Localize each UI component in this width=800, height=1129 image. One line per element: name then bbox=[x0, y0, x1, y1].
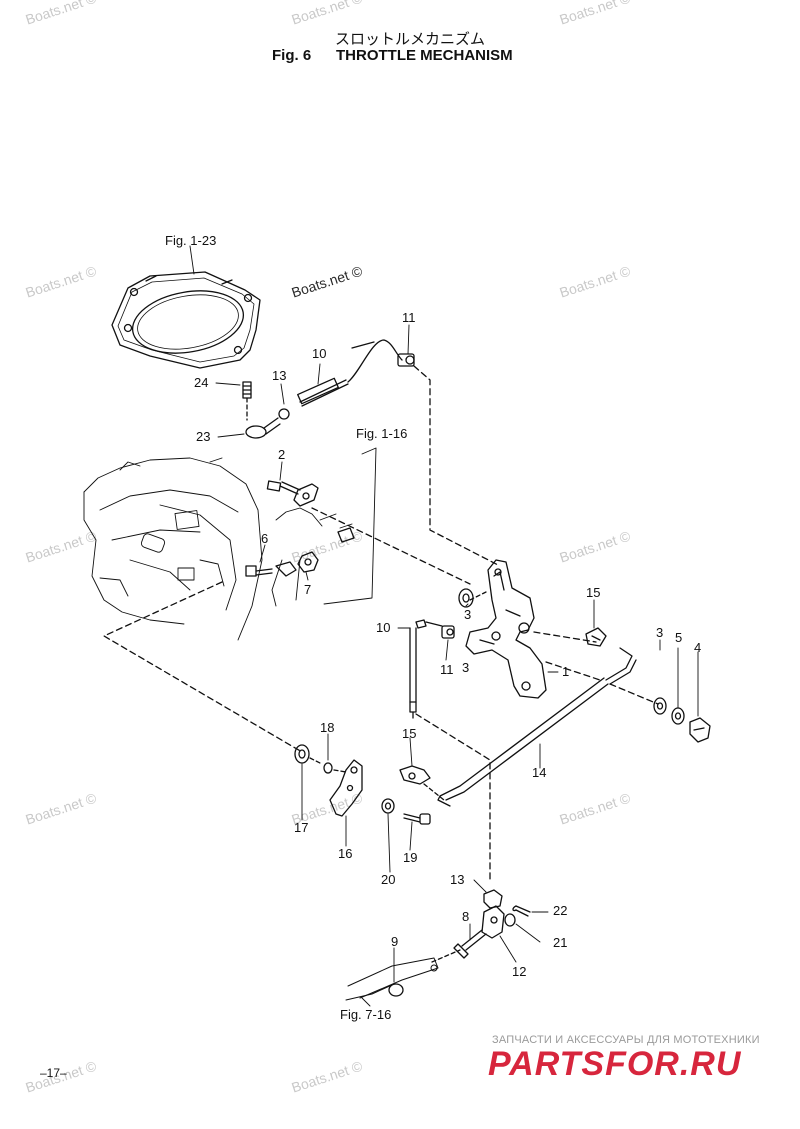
engine-block-outline bbox=[83, 447, 377, 641]
cable-joint-upper bbox=[397, 353, 415, 367]
callout-13b: 13 bbox=[450, 872, 465, 887]
bolt-2 bbox=[266, 480, 319, 507]
control-rod-14 bbox=[437, 647, 637, 807]
throttle-cable-upper bbox=[297, 339, 403, 407]
nut-13-lower bbox=[483, 889, 503, 909]
washer-17 bbox=[294, 744, 310, 764]
callout-16: 16 bbox=[338, 846, 353, 861]
callout-15b: 15 bbox=[402, 726, 417, 741]
callout-19: 19 bbox=[403, 850, 418, 865]
figure-number: Fig. 6 bbox=[272, 47, 312, 64]
callout-11: 11 bbox=[402, 310, 416, 325]
washer-20 bbox=[381, 798, 395, 814]
callout-7: 7 bbox=[304, 582, 312, 597]
nut-4 bbox=[689, 717, 711, 743]
swivel-joint-12 bbox=[481, 905, 505, 939]
page-number: –17– bbox=[40, 1066, 67, 1080]
callout-14: 14 bbox=[532, 765, 547, 780]
ref-fig-1-16: Fig. 1-16 bbox=[356, 426, 408, 441]
callout-3c: 3 bbox=[656, 625, 664, 640]
callout-6: 6 bbox=[261, 531, 269, 546]
brand-tagline: ЗАПЧАСТИ И АКСЕССУАРЫ ДЛЯ МОТОТЕХНИКИ bbox=[492, 1034, 760, 1046]
cable-clip-15-upper bbox=[585, 627, 607, 647]
washer-3-upper bbox=[458, 588, 474, 608]
callout-18: 18 bbox=[320, 720, 335, 735]
cotter-pin-22 bbox=[512, 905, 531, 917]
cable-joint-lower bbox=[441, 625, 455, 639]
brand-logo: PARTSFOR.RU bbox=[488, 1045, 742, 1083]
callout-17: 17 bbox=[294, 820, 309, 835]
callout-22: 22 bbox=[553, 903, 568, 918]
figure-title: THROTTLE MECHANISM bbox=[336, 47, 513, 64]
ball-joint-23 bbox=[245, 417, 281, 439]
leader-lines bbox=[189, 245, 699, 1007]
callout-12: 12 bbox=[512, 964, 527, 979]
callout-3b: 3 bbox=[462, 660, 470, 675]
cable-clip-15-lower bbox=[399, 765, 445, 801]
callout-10: 10 bbox=[312, 346, 327, 361]
bolt-6 bbox=[245, 561, 297, 577]
callout-11b: 11 bbox=[440, 662, 454, 677]
callout-4: 4 bbox=[694, 640, 702, 655]
nut-7 bbox=[297, 551, 319, 573]
callout-9: 9 bbox=[391, 934, 399, 949]
washer-3-right bbox=[653, 697, 667, 715]
ref-fig-1-23: Fig. 1-23 bbox=[165, 233, 217, 248]
lower-link-arm bbox=[345, 957, 439, 1001]
callout-24: 24 bbox=[194, 375, 209, 390]
bolt-19 bbox=[403, 813, 431, 825]
callout-2: 2 bbox=[278, 447, 286, 462]
callout-10b: 10 bbox=[376, 620, 391, 635]
title-japanese: スロットルメカニズム bbox=[335, 30, 486, 48]
throttle-cable-lower bbox=[409, 619, 443, 719]
ref-fig-7-16: Fig. 7-16 bbox=[340, 1007, 392, 1022]
callout-5: 5 bbox=[675, 630, 683, 645]
washer-21 bbox=[504, 913, 516, 927]
bushing-9 bbox=[388, 983, 404, 997]
collar-18 bbox=[323, 762, 333, 774]
callout-8: 8 bbox=[462, 909, 470, 924]
callout-15: 15 bbox=[586, 585, 601, 600]
bolt-8 bbox=[453, 929, 487, 959]
throttle-bracket-1 bbox=[465, 559, 547, 699]
callout-1: 1 bbox=[562, 664, 570, 679]
gasket-plate bbox=[111, 271, 261, 369]
throttle-lever-16 bbox=[329, 759, 363, 817]
washer-5 bbox=[671, 707, 685, 725]
callout-21: 21 bbox=[553, 935, 568, 950]
nut-13-upper bbox=[278, 408, 290, 420]
bolt-24 bbox=[242, 381, 252, 421]
callout-20: 20 bbox=[381, 872, 396, 887]
callout-23: 23 bbox=[196, 429, 211, 444]
callout-3: 3 bbox=[464, 607, 472, 622]
callout-13: 13 bbox=[272, 368, 287, 383]
